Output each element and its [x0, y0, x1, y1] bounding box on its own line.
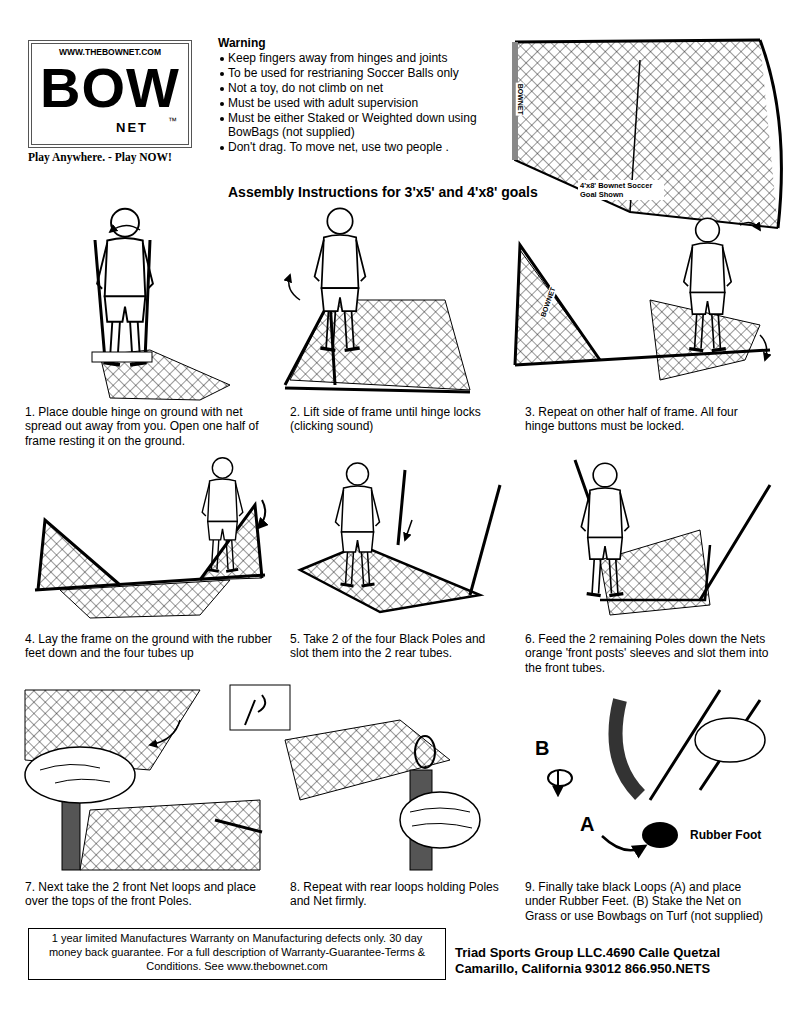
warranty-box: 1 year limited Manufactures Warranty on …	[28, 928, 446, 980]
warning-item: Keep fingers away from hinges and joints	[228, 51, 506, 65]
trademark-mark: ™	[168, 116, 177, 126]
step1-illustration	[92, 209, 230, 400]
warning-heading: Warning	[218, 36, 266, 50]
step1-illustration-part	[110, 225, 140, 232]
step4-illustration-part	[38, 520, 120, 590]
callout-letter: A	[578, 812, 596, 836]
warranty-text: 1 year limited Manufactures Warranty on …	[35, 932, 439, 973]
step2-illustration-part	[289, 275, 300, 300]
step3-illustration-part	[515, 245, 600, 365]
step4-illustration-part	[258, 500, 265, 528]
step-caption: 6. Feed the 2 remaining Poles down the N…	[525, 632, 775, 675]
step7-illustration-part	[80, 800, 260, 870]
website-text: WWW.THEBOWNET.COM	[32, 47, 188, 57]
bullet-dot	[220, 72, 224, 76]
goal-caption: 4'x8' Bownet Soccer Goal Shown	[578, 180, 664, 200]
step-caption: 7. Next take the 2 front Net loops and p…	[25, 880, 270, 909]
step5-illustration	[300, 463, 500, 612]
callout-letter: B	[533, 736, 551, 760]
step5-illustration-part	[300, 545, 480, 612]
slogan: Play Anywhere. - Play NOW!	[28, 151, 172, 165]
step1-illustration-part	[97, 209, 153, 365]
bullet-dot	[220, 87, 224, 91]
step5-illustration-part	[405, 520, 412, 540]
step7-illustration-part	[230, 685, 290, 730]
goal-illustration	[515, 40, 781, 228]
step6-illustration-part	[581, 463, 628, 595]
step2-illustration	[285, 208, 470, 392]
step7-illustration-part	[40, 764, 110, 783]
step5-illustration-part	[398, 470, 405, 545]
goal-illustration-part	[515, 40, 778, 228]
page-title: Assembly Instructions for 3'x5' and 4'x8…	[228, 184, 538, 201]
goal-illustration-part	[515, 40, 760, 42]
logo-subword: NET	[116, 120, 148, 135]
sleeve-print: BOWNET	[515, 83, 523, 116]
step-caption: 4. Lay the frame on the ground with the …	[25, 632, 275, 661]
step8-illustration-part	[415, 736, 435, 768]
step7-illustration-part	[25, 747, 135, 803]
step-caption: 8. Repeat with rear loops holding Poles …	[290, 880, 505, 909]
step3-illustration	[515, 218, 770, 380]
step9-illustration-part	[695, 718, 765, 762]
step9-illustration-part	[642, 822, 678, 848]
part-name: Rubber Foot	[688, 828, 763, 842]
bullet-dot	[220, 102, 224, 106]
warning-item: Don't drag. To move net, use two people …	[228, 140, 506, 154]
step-caption: 5. Take 2 of the four Black Poles and sl…	[290, 632, 505, 661]
step3-illustration-part	[684, 218, 731, 350]
warning-item: Must be used with adult supervision	[228, 96, 506, 110]
bullet-dot	[220, 146, 224, 150]
step5-illustration-part	[336, 463, 380, 586]
step3-illustration-part	[740, 222, 760, 230]
step7-illustration-part	[150, 720, 180, 745]
step-caption: 1. Place double hinge on ground with net…	[25, 405, 270, 448]
company-address: Triad Sports Group LLC.4690 Calle Quetza…	[455, 945, 780, 976]
step6-illustration	[575, 460, 770, 615]
step9-illustration	[548, 690, 765, 850]
step8-illustration-part	[400, 792, 480, 848]
step9-illustration-part	[602, 836, 645, 850]
step8-illustration-part	[410, 808, 472, 828]
bullet-dot	[220, 117, 224, 121]
warning-item: To be used for restrianing Soccer Balls …	[228, 66, 506, 80]
step5-illustration-part	[300, 545, 480, 612]
step4-illustration	[35, 458, 265, 618]
goal-illustration-part	[760, 40, 781, 228]
logo-word: BOW	[32, 60, 188, 116]
step6-illustration-part	[575, 460, 770, 600]
step7-illustration-part	[215, 820, 262, 832]
step9-illustration-part	[616, 700, 641, 795]
step9-illustration-part	[557, 770, 559, 795]
step5-illustration-part	[470, 485, 500, 595]
step7-illustration	[25, 685, 290, 870]
step3-illustration-part	[515, 250, 600, 365]
logo-box: WWW.THEBOWNET.COM BOW NET ™	[28, 40, 192, 148]
bullet-dot	[220, 57, 224, 61]
goal-illustration-part	[515, 42, 778, 228]
step-caption: 3. Repeat on other half of frame. All fo…	[525, 405, 770, 434]
step1-illustration-part	[92, 352, 152, 362]
warning-item: Not a toy, do not climb on net	[228, 81, 506, 95]
step7-illustration-part	[245, 695, 265, 725]
step2-illustration-part	[290, 300, 470, 390]
step8-illustration	[285, 720, 480, 870]
step3-illustration-part	[760, 335, 767, 360]
step2-illustration-part	[315, 208, 366, 350]
warning-item: Must be either Staked or Weighted down u…	[228, 111, 506, 140]
step2-illustration-part	[285, 388, 470, 392]
step9-illustration-part	[548, 770, 572, 786]
step4-illustration-part	[35, 575, 265, 590]
step4-illustration-part	[202, 458, 243, 572]
step-caption: 9. Finally take black Loops (A) and plac…	[525, 880, 775, 923]
step-caption: 2. Lift side of frame until hinge locks …	[290, 405, 505, 434]
